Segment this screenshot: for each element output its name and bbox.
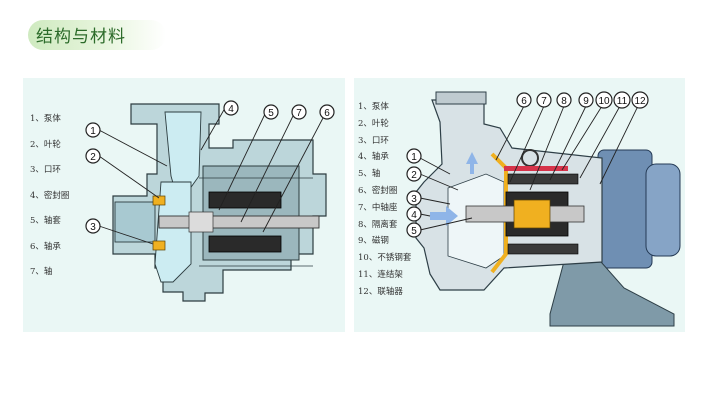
callout-9: 9 xyxy=(549,92,594,181)
callout-4: 4 xyxy=(200,100,239,151)
callout-11: 11 xyxy=(579,91,631,179)
impeller-region xyxy=(154,181,192,283)
callout-2: 2 xyxy=(85,148,160,199)
callout-5: 5 xyxy=(406,217,473,238)
legend-item: 1、泵体 xyxy=(30,114,61,124)
legend-item: 5、轴套 xyxy=(30,216,61,226)
svg-text:1: 1 xyxy=(411,152,417,163)
svg-text:2: 2 xyxy=(411,170,417,181)
legend-item: 8、隔离套 xyxy=(358,219,398,230)
footer-blank xyxy=(0,338,702,406)
callout-7: 7 xyxy=(509,92,552,183)
legend-item: 2、叶轮 xyxy=(358,118,389,129)
legend-item: 4、轴承 xyxy=(358,152,389,163)
magnet-lower xyxy=(208,235,282,253)
seal-ring-upper xyxy=(152,195,166,206)
outer-magnet-top xyxy=(507,173,579,185)
right-pump-diagram: 6 7 8 9 10 11 12 1 2 xyxy=(406,91,681,327)
stainless-sleeve xyxy=(504,166,568,171)
svg-text:10: 10 xyxy=(598,96,610,107)
legend-item: 3、口环 xyxy=(30,165,61,175)
bearing xyxy=(513,199,551,229)
legend-item: 2、叶轮 xyxy=(30,139,61,150)
svg-text:2: 2 xyxy=(90,152,96,163)
magnet-upper xyxy=(208,191,282,209)
svg-text:3: 3 xyxy=(90,222,96,233)
inflow-arrow-icon xyxy=(430,206,458,226)
callout-10: 10 xyxy=(561,91,613,171)
svg-text:1: 1 xyxy=(90,126,96,137)
callout-4: 4 xyxy=(406,206,431,222)
callout-5: 5 xyxy=(218,104,279,211)
page-title: 结构与材料 xyxy=(36,27,126,47)
motor-housing xyxy=(597,149,653,269)
shaft-sleeve xyxy=(188,211,214,233)
legend-item: 1、泵体 xyxy=(358,102,389,112)
svg-text:11: 11 xyxy=(617,96,628,107)
svg-text:3: 3 xyxy=(411,194,417,205)
suction-pipe xyxy=(114,201,156,243)
svg-text:5: 5 xyxy=(268,108,274,119)
callout-1: 1 xyxy=(85,122,168,167)
svg-text:6: 6 xyxy=(521,96,527,107)
legend-item: 12、联轴器 xyxy=(358,286,403,297)
svg-text:6: 6 xyxy=(324,108,330,119)
svg-text:9: 9 xyxy=(583,96,589,107)
callout-8: 8 xyxy=(529,92,572,191)
shaft xyxy=(158,215,320,229)
legend-item: 11、连结架 xyxy=(358,269,403,280)
callout-3: 3 xyxy=(85,218,154,245)
outer-magnet-bottom xyxy=(507,243,579,255)
left-pump-diagram: 1 2 3 4 5 7 6 xyxy=(85,100,335,302)
legend-item: 7、中轴座 xyxy=(358,202,398,213)
legend-item: 6、轴承 xyxy=(30,241,61,252)
callout-7: 7 xyxy=(240,104,307,223)
legend-item: 6、密封圈 xyxy=(358,185,398,196)
svg-text:4: 4 xyxy=(228,104,234,115)
callout-6: 6 xyxy=(495,92,532,161)
svg-text:8: 8 xyxy=(561,96,567,107)
svg-text:7: 7 xyxy=(541,96,547,107)
callout-1: 1 xyxy=(406,148,451,175)
svg-text:4: 4 xyxy=(411,210,417,221)
callout-6: 6 xyxy=(262,104,335,233)
outflow-arrow-icon xyxy=(466,152,478,174)
callout-2: 2 xyxy=(406,166,459,191)
header-pill xyxy=(28,20,166,50)
legend-item: 9、磁钢 xyxy=(358,236,389,247)
svg-text:12: 12 xyxy=(634,96,646,107)
legend-item: 7、轴 xyxy=(30,267,53,277)
svg-text:5: 5 xyxy=(411,226,417,237)
legend-item: 4、密封圈 xyxy=(30,190,70,201)
seal-ring-lower xyxy=(152,240,166,251)
svg-text:7: 7 xyxy=(296,108,302,119)
left-legend: 1、泵体 2、叶轮 3、口环 4、密封圈 5、轴套 6、轴承 7、轴 xyxy=(30,112,69,291)
right-legend: 1、泵体 2、叶轮 3、口环 4、轴承 5、轴 6、密封圈 7、中轴座 8、隔离… xyxy=(358,100,411,302)
legend-item: 5、轴 xyxy=(358,169,381,180)
legend-item: 3、口环 xyxy=(358,135,389,146)
legend-item: 10、不锈钢套 xyxy=(358,253,412,264)
callout-3: 3 xyxy=(406,190,451,206)
motor-body xyxy=(645,163,681,257)
outlet-flange xyxy=(435,91,487,105)
callout-12: 12 xyxy=(599,91,649,185)
